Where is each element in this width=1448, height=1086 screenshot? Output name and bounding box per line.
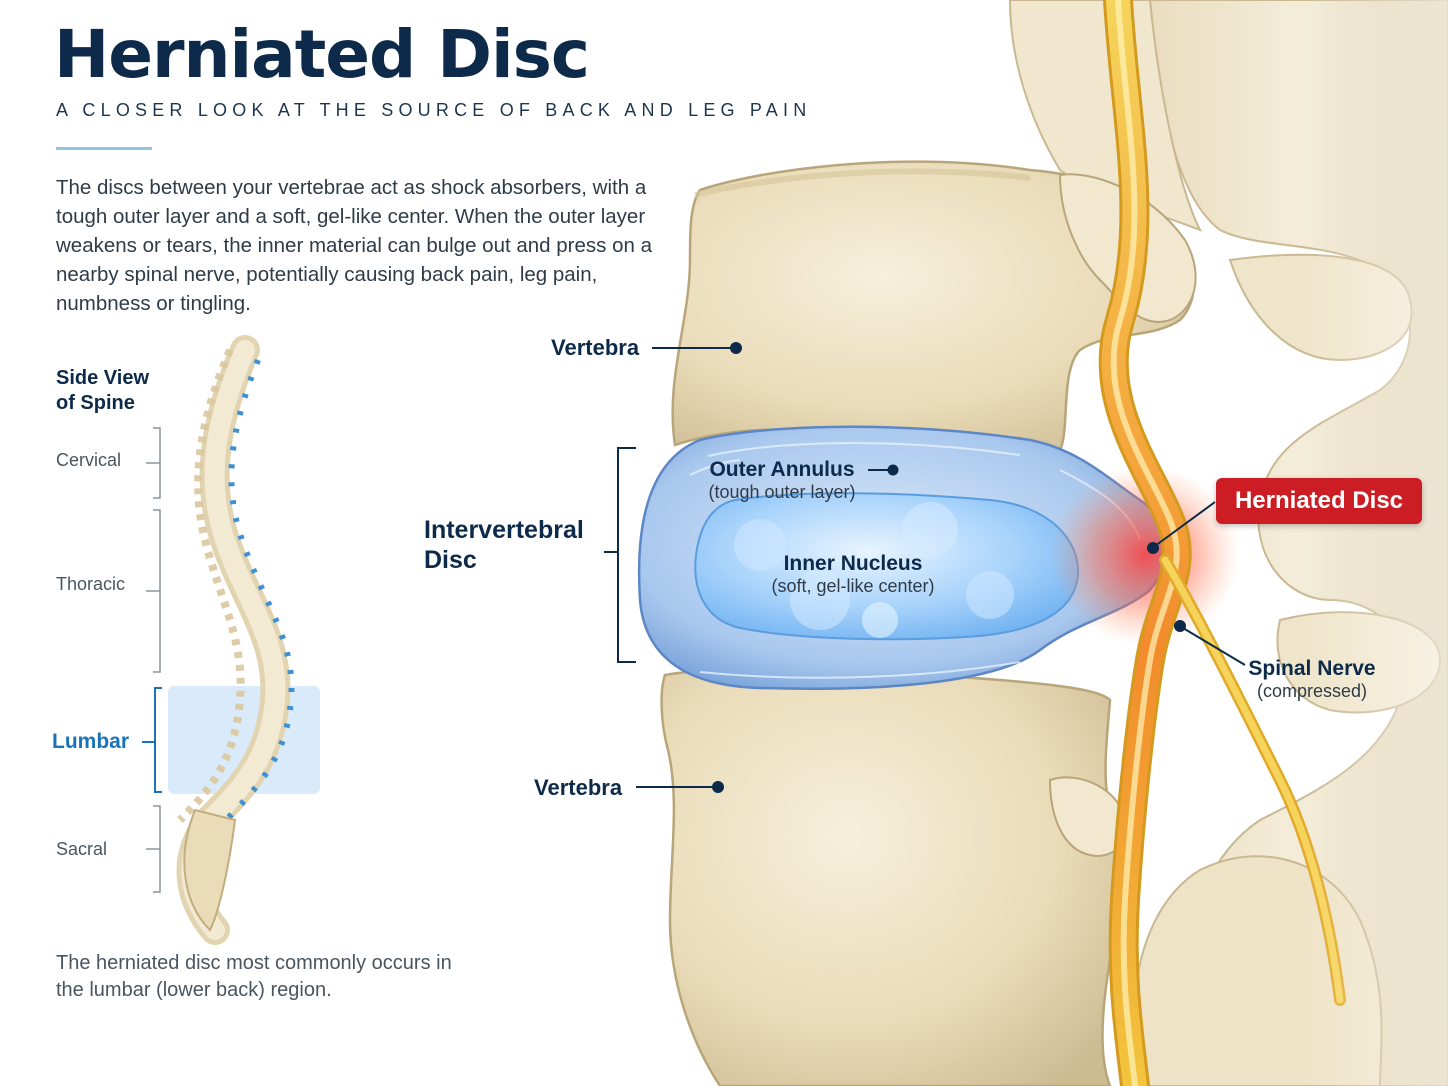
outer-annulus-sublabel: (tough outer layer): [708, 482, 856, 502]
leader-lines: [604, 342, 1246, 793]
spinal-nerve: [1098, 0, 1346, 1086]
title-divider: [56, 147, 152, 150]
herniated-disc-badge: Herniated Disc: [1216, 478, 1422, 524]
inner-nucleus-sublabel: (soft, gel-like center): [771, 576, 935, 596]
region-brackets: [146, 427, 161, 893]
lumbar-note: The herniated disc most commonly occurs …: [56, 952, 452, 1001]
page-title: Herniated Disc: [54, 16, 590, 93]
spinal-nerve-label: Spinal Nerve: [1248, 657, 1376, 680]
page-subtitle: A CLOSER LOOK AT THE SOURCE OF BACK AND …: [56, 100, 812, 120]
region-label-thoracic: Thoracic: [56, 574, 126, 594]
outer-annulus-label: Outer Annulus: [709, 458, 855, 481]
disc-label-line1: Intervertebral: [424, 516, 584, 544]
region-label-cervical: Cervical: [56, 450, 122, 470]
intervertebral-disc: [637, 425, 1168, 690]
spine-view-heading: Side View of Spine: [56, 366, 149, 416]
inner-nucleus-label: Inner Nucleus: [783, 552, 923, 575]
spinal-nerve-sublabel: (compressed): [1256, 681, 1368, 701]
intro-paragraph: The discs between your vertebrae act as …: [56, 176, 652, 315]
vertebra-top-label: Vertebra: [551, 335, 640, 360]
spine-heading-line2: of Spine: [56, 392, 135, 414]
region-label-lumbar: Lumbar: [52, 730, 130, 753]
intervertebral-disc-label: Intervertebral Disc: [424, 515, 584, 575]
spine-heading-line1: Side View: [56, 367, 150, 389]
vertebra-bottom-label: Vertebra: [534, 775, 623, 800]
outer-annulus-callout: Outer Annulus (tough outer layer): [700, 458, 864, 503]
bottom-vertebra: [660, 667, 1127, 1086]
region-label-sacral: Sacral: [56, 839, 108, 859]
spinal-nerve-callout: Spinal Nerve (compressed): [1240, 657, 1384, 702]
disc-label-line2: Disc: [424, 546, 477, 574]
lumbar-bracket: [142, 687, 162, 793]
side-spine-illustration: [168, 335, 320, 945]
inner-nucleus-callout: Inner Nucleus (soft, gel-like center): [758, 552, 948, 597]
